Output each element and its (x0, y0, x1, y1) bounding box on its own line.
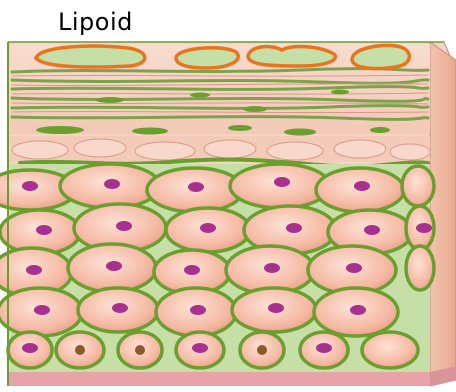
stratum-granulosum (10, 136, 430, 166)
lipid-droplet (352, 46, 409, 69)
cell-nucleus (316, 343, 332, 353)
cell-nucleus (22, 181, 38, 191)
cell-nucleus (200, 223, 216, 233)
melanin-granule (135, 345, 145, 355)
cell-nucleus (192, 343, 208, 353)
cell-nucleus (184, 265, 200, 275)
melanin-granule (257, 345, 267, 355)
lipid-droplet (176, 48, 238, 68)
keratinocyte-cell (406, 246, 434, 290)
cell-nucleus (116, 221, 132, 231)
cell-nucleus (36, 225, 52, 235)
cell-nucleus (364, 225, 380, 235)
lipid-droplet (36, 46, 145, 67)
cell-nucleus (268, 303, 284, 313)
keratinocyte-cell (362, 332, 418, 368)
cell-nucleus (354, 181, 370, 191)
keratinocyte-cell (402, 166, 434, 206)
cell-nucleus (416, 223, 432, 233)
cell-nucleus (106, 261, 122, 271)
cell-nucleus (190, 305, 206, 315)
cell-nucleus (26, 265, 42, 275)
cell-nucleus (286, 223, 302, 233)
cell-nucleus (104, 179, 120, 189)
lipid-droplet (248, 47, 335, 66)
cell-nucleus (22, 343, 38, 353)
cell-nucleus (346, 263, 362, 273)
cell-nucleus (350, 305, 366, 315)
melanin-granule (75, 345, 85, 355)
cell-nucleus (112, 303, 128, 313)
cell-layers (0, 164, 434, 372)
cell-nucleus (274, 177, 290, 187)
cell-nucleus (34, 305, 50, 315)
cell-nucleus (188, 182, 204, 192)
cell-nucleus (264, 263, 280, 273)
